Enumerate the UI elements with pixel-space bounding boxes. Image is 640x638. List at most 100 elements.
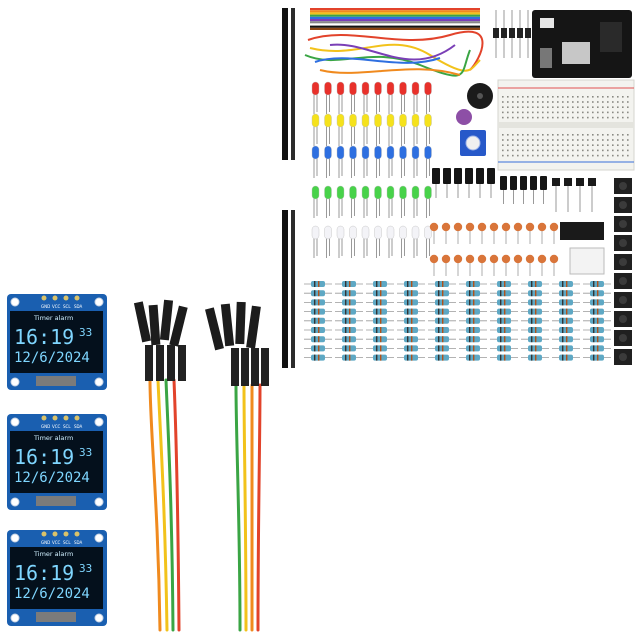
breadboard-hole [592, 149, 594, 152]
resistor-band [469, 354, 471, 361]
breadboard-hole [617, 134, 619, 136]
breadboard-hole [522, 96, 524, 98]
resistor-grid [304, 281, 611, 361]
ceramic-capacitor [477, 254, 487, 264]
header-pins [41, 295, 80, 301]
breadboard-hole [522, 144, 524, 146]
resistor-band [411, 281, 413, 287]
resistor-band [349, 354, 351, 361]
resistor-band [473, 354, 475, 361]
breadboard-hole [517, 101, 519, 103]
breadboard-hole [557, 116, 559, 119]
breadboard-hole [502, 139, 504, 141]
resistor-band [535, 336, 537, 343]
resistor-band [531, 354, 533, 361]
breadboard-hole [627, 116, 629, 119]
breadboard-hole [562, 154, 564, 157]
breadboard-hole [572, 144, 574, 146]
resistor-band [407, 317, 409, 324]
breadboard-hole [587, 101, 589, 103]
led [336, 81, 345, 96]
breadboard-hole [572, 96, 574, 98]
jumper-wire-bundle-left [133, 299, 188, 632]
breadboard-hole [537, 154, 539, 157]
breadboard-hole [517, 106, 519, 108]
breadboard-hole [517, 149, 519, 152]
resistor-band [442, 281, 444, 287]
breadboard-hole [587, 111, 589, 114]
breadboard-hole [522, 101, 524, 103]
breadboard-hole [532, 134, 534, 136]
breadboard-hole [537, 116, 539, 119]
breadboard-hole [627, 96, 629, 98]
breadboard-hole [602, 134, 604, 136]
button-cap [619, 315, 627, 323]
resistor-band [531, 327, 533, 333]
resistor-band [504, 281, 506, 287]
breadboard-hole [512, 134, 514, 136]
breadboard-hole [512, 96, 514, 98]
date-display: 12/6/2024 [14, 586, 90, 602]
resistor-band [500, 336, 502, 343]
breadboard-hole [527, 134, 529, 136]
pin-label: VCC [52, 540, 61, 545]
mount-hole [10, 613, 20, 623]
resistor-band [314, 336, 316, 343]
ribbon-wire [310, 8, 480, 11]
led [361, 145, 370, 160]
button-cap [619, 182, 627, 190]
breadboard-hole [537, 101, 539, 103]
resistor-band [504, 290, 506, 297]
resistor-band [380, 290, 382, 297]
breadboard-hole [607, 106, 609, 108]
ceramic-capacitor [489, 222, 499, 232]
resistor-band [407, 299, 409, 306]
breadboard-hole [602, 101, 604, 103]
breadboard-hole [607, 116, 609, 119]
breadboard-hole [582, 111, 584, 114]
breadboard-hole [527, 149, 529, 152]
ribbon-wire [310, 14, 480, 17]
ceramic-capacitor [525, 222, 535, 232]
capacitor [454, 168, 462, 184]
breadboard-hole [527, 96, 529, 98]
breadboard-hole [567, 154, 569, 157]
breadboard-hole [607, 134, 609, 136]
resistor-band [597, 317, 599, 324]
seconds-display: 33 [79, 562, 92, 575]
resistor-band [531, 299, 533, 306]
resistor-band [473, 308, 475, 315]
led [424, 225, 432, 240]
resistor-band [438, 327, 440, 333]
resistor-band [566, 290, 568, 297]
breadboard-hole [517, 144, 519, 146]
resistor-band [411, 354, 413, 361]
resistor-band [593, 299, 595, 306]
resistor-band [380, 345, 382, 352]
breadboard-hole [507, 111, 509, 114]
resistor-band [345, 345, 347, 352]
resistor-band [473, 281, 475, 287]
breadboard-hole [567, 149, 569, 152]
breadboard-hole [612, 96, 614, 98]
mount-hole [10, 497, 20, 507]
led [311, 81, 320, 96]
led [411, 225, 420, 240]
resistor-band [345, 308, 347, 315]
diode [525, 28, 531, 38]
breadboard-hole [582, 101, 584, 103]
breadboard-hole [587, 154, 589, 157]
breadboard-hole [557, 101, 559, 103]
pin-label: VCC [52, 424, 61, 429]
breadboard-hole [597, 134, 599, 136]
pin-header-strips [282, 8, 295, 368]
breadboard-hole [622, 144, 624, 146]
resistor-band [469, 336, 471, 343]
breadboard-hole [547, 149, 549, 152]
mount-hole [94, 297, 104, 307]
resistor-band [314, 354, 316, 361]
ceramic-capacitors [429, 222, 559, 276]
ceramic-capacitor [513, 222, 523, 232]
breadboard-hole [572, 134, 574, 136]
breadboard-hole [622, 116, 624, 119]
